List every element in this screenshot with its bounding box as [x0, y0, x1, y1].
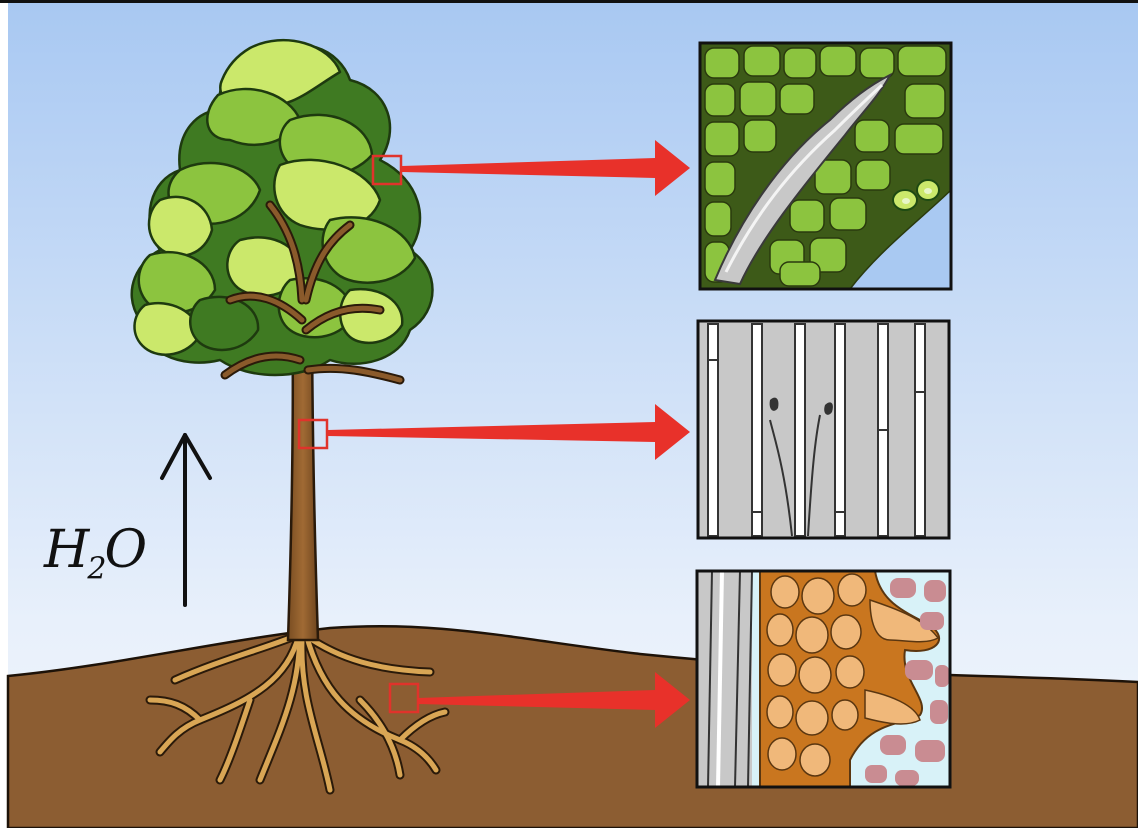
leaf-callout-arrow — [402, 140, 690, 196]
root-section-panel — [695, 569, 952, 789]
tree-trunk — [286, 298, 320, 642]
trunk-callout-arrow — [328, 404, 690, 460]
trunk-callout-marker — [297, 418, 329, 450]
tree-roots — [145, 625, 450, 795]
leaf-callout-marker — [371, 154, 403, 186]
trunk-xylem-panel — [696, 319, 951, 540]
water-label: H2O — [44, 520, 147, 587]
water-up-arrow — [160, 433, 212, 607]
leaf-section-panel — [698, 41, 953, 291]
water-label-subscript: 2 — [87, 551, 106, 587]
water-label-main: H — [44, 520, 89, 580]
root-callout-arrow — [418, 672, 690, 728]
tree-branches — [220, 200, 405, 385]
water-label-tail: O — [104, 520, 147, 580]
tree-canopy — [130, 38, 434, 377]
top-frame-line — [0, 0, 1138, 3]
